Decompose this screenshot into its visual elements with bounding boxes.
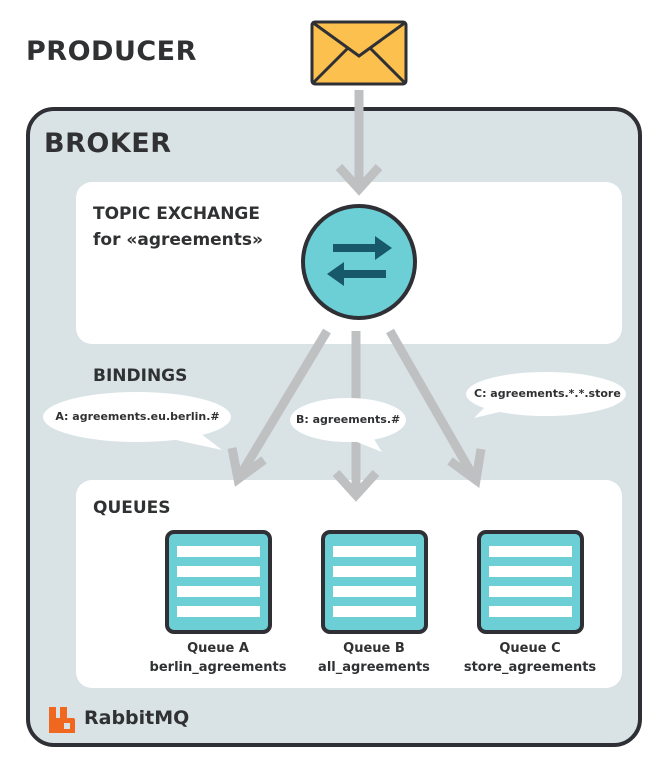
broker-title: BROKER [44,128,172,159]
binding-label-b: B: agreements.# [296,413,401,426]
producer-arrow [335,90,383,196]
binding-arrow-c [386,328,486,488]
queue-b-name: Queue B [343,641,405,656]
queue-a-name: Queue A [187,641,249,656]
binding-bubble-c [466,372,626,418]
queues-title: QUEUES [93,498,171,518]
queue-c-name: Queue C [499,641,561,656]
queue-c-caption: Queue C store_agreements [450,639,610,677]
binding-bubble-b [290,398,406,452]
queue-a-caption: Queue A berlin_agreements [138,639,298,677]
queue-b-caption: Queue B all_agreements [294,639,454,677]
queue-b-icon [321,530,428,634]
queue-a-routing: berlin_agreements [149,660,287,675]
swap-arrows-icon [327,236,392,286]
rabbitmq-logo-icon [49,707,75,733]
queue-b-routing: all_agreements [318,660,430,675]
envelope-icon [310,20,408,86]
binding-label-a: A: agreements.eu.berlin.# [55,410,220,423]
exchange-title: TOPIC EXCHANGE for «agreements» [93,201,263,253]
binding-bubble-a [43,392,231,450]
exchange-title-line2: for «agreements» [93,230,264,250]
binding-arrow-a [227,328,331,487]
exchange-title-line1: TOPIC EXCHANGE [93,204,260,224]
queue-c-routing: store_agreements [463,660,597,675]
bindings-title: BINDINGS [93,366,188,386]
queue-a-icon [165,530,272,634]
exchange-circle [301,204,417,320]
rabbitmq-brand-name: RabbitMQ [84,707,190,729]
producer-title: PRODUCER [26,36,197,67]
binding-label-c: C: agreements.*.*.store [474,387,621,400]
queue-c-icon [477,530,584,634]
